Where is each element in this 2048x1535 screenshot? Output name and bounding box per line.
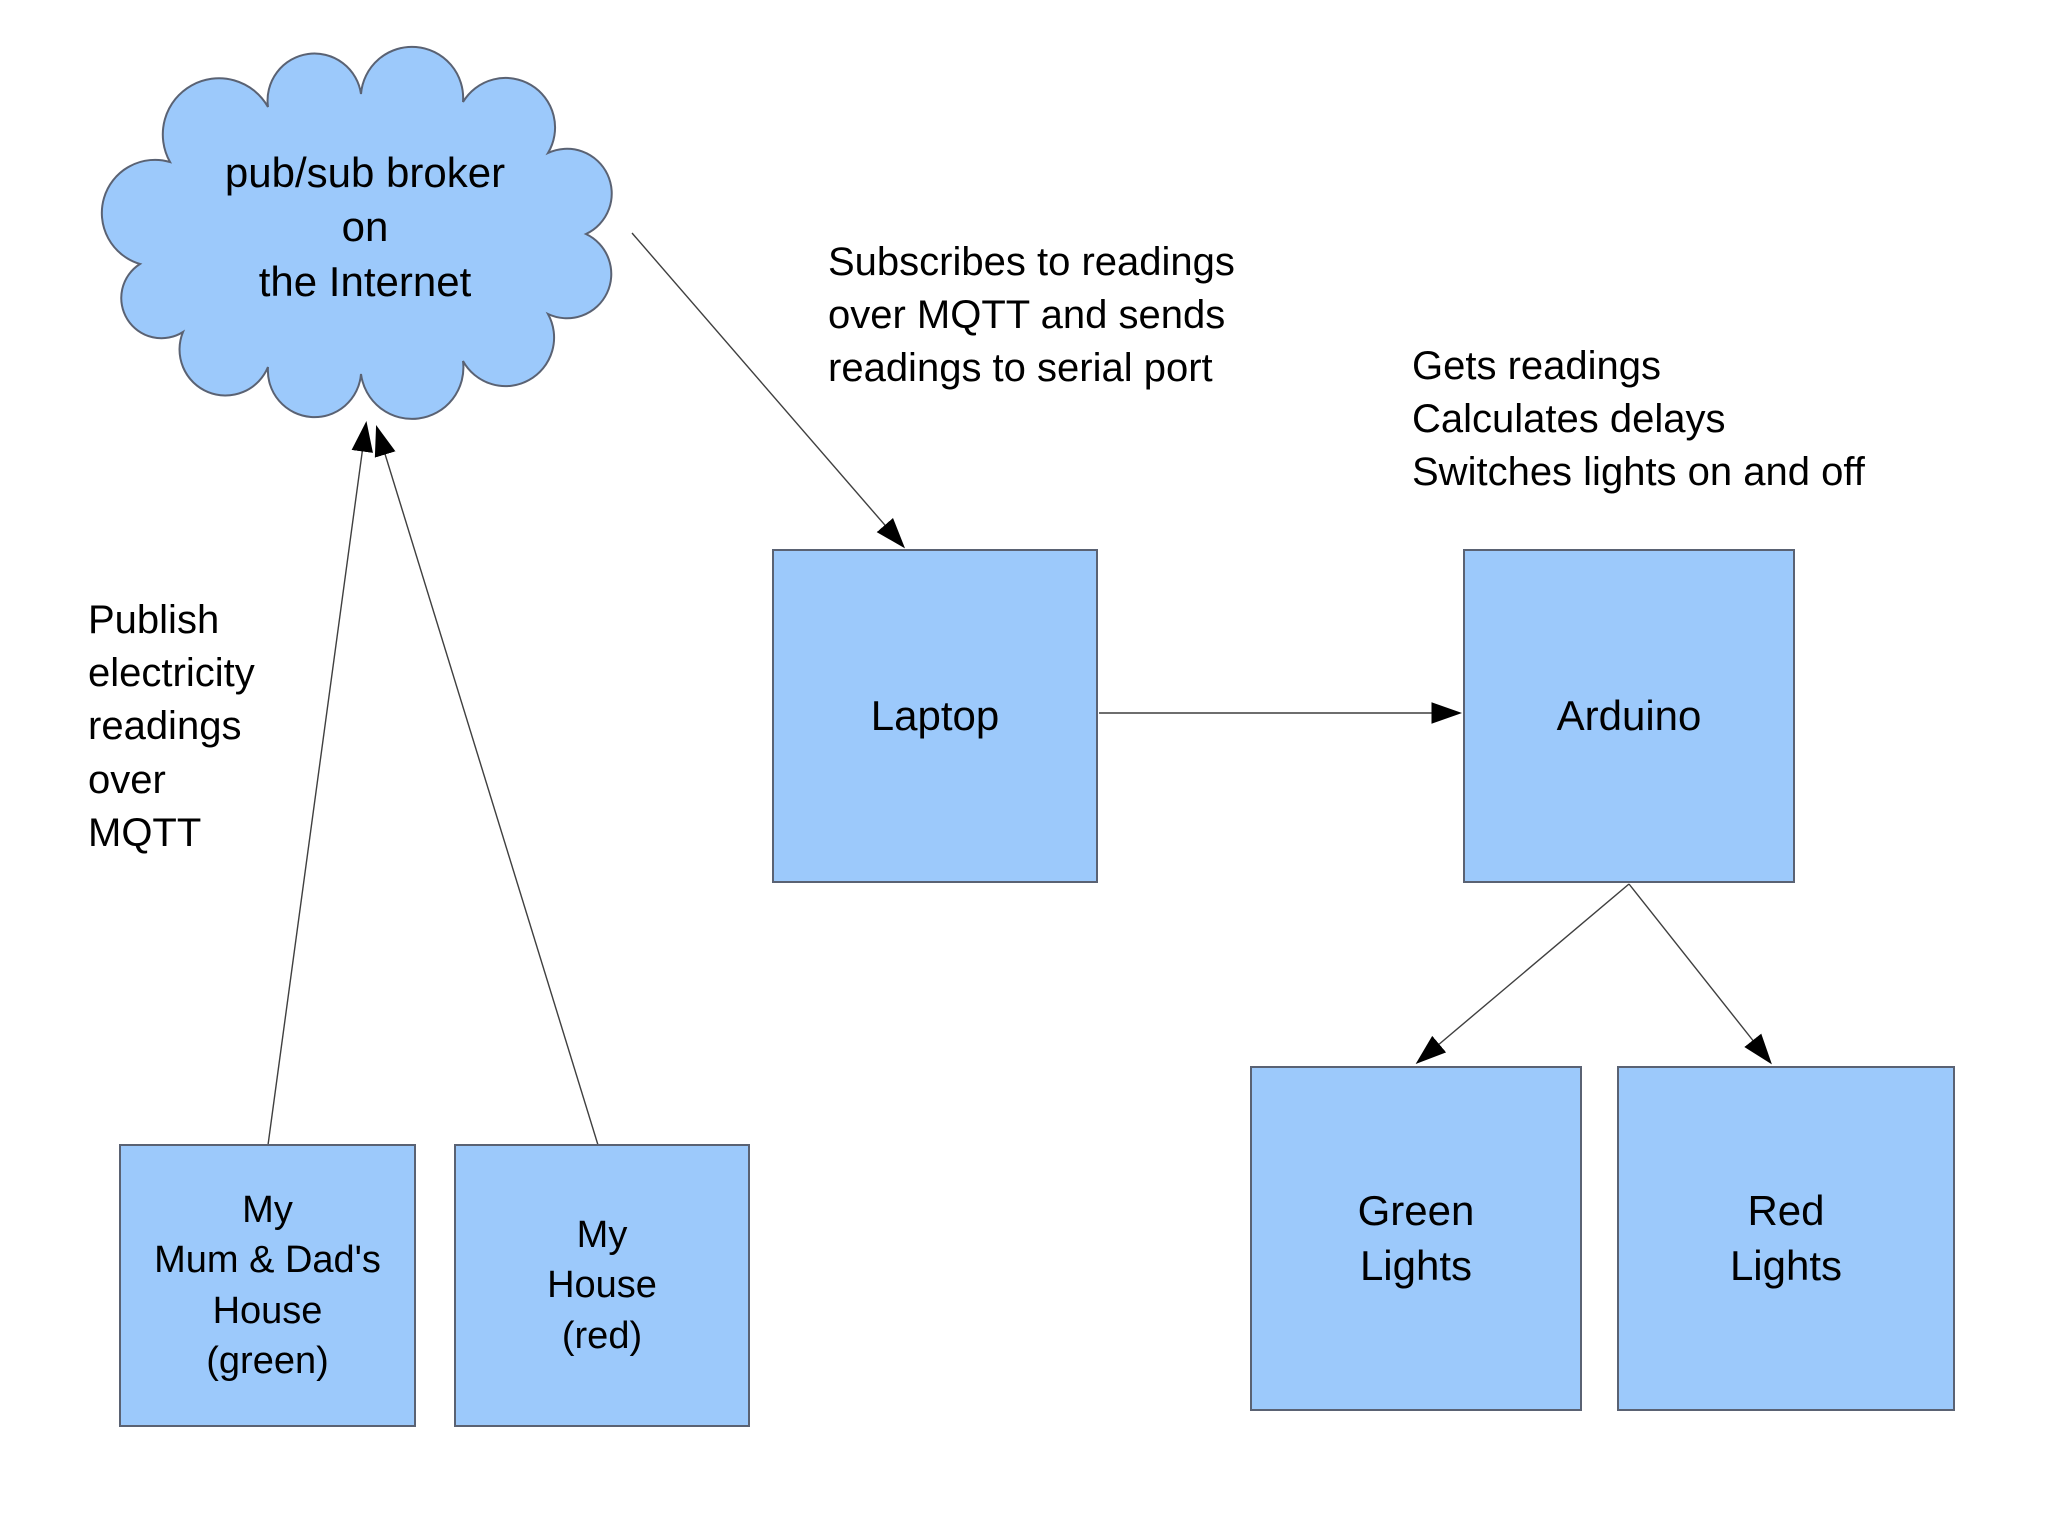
red-lights-label: Red Lights <box>1729 1186 1843 1289</box>
mum-dads-house-label: My Mum & Dad's House (green) <box>154 1189 381 1382</box>
mum-dads-house-node: My Mum & Dad's House (green) <box>119 1144 416 1427</box>
my-house-node: My House (red) <box>454 1144 750 1427</box>
laptop-node: Laptop <box>772 549 1098 883</box>
laptop-label: Laptop <box>870 691 1000 739</box>
subscribe-annotation: Subscribes to readings over MQTT and sen… <box>828 240 1235 391</box>
edge-my-house-to-cloud <box>374 425 599 1146</box>
arduino-tasks-annotation: Gets readings Calculates delays Switches… <box>1412 344 1865 495</box>
green-lights-label: Green Lights <box>1357 1186 1475 1289</box>
arduino-node: Arduino <box>1463 549 1795 883</box>
edge-mum-dads-house-to-cloud <box>267 420 373 1146</box>
publish-annotation: Publish electricity readings over MQTT <box>88 598 255 855</box>
green-lights-node: Green Lights <box>1250 1066 1582 1411</box>
cloud-shape <box>100 45 613 420</box>
red-lights-node: Red Lights <box>1617 1066 1955 1411</box>
cloud-label: pub/sub broker on the Internet <box>224 148 506 305</box>
edge-arduino-to-green-lights <box>1415 883 1630 1064</box>
my-house-label: My House (red) <box>547 1214 657 1357</box>
arduino-label: Arduino <box>1556 691 1702 739</box>
edge-cloud-to-laptop <box>631 232 906 549</box>
cloud-node: pub/sub broker on the Internet <box>140 90 590 365</box>
edge-arduino-to-red-lights <box>1628 883 1772 1065</box>
